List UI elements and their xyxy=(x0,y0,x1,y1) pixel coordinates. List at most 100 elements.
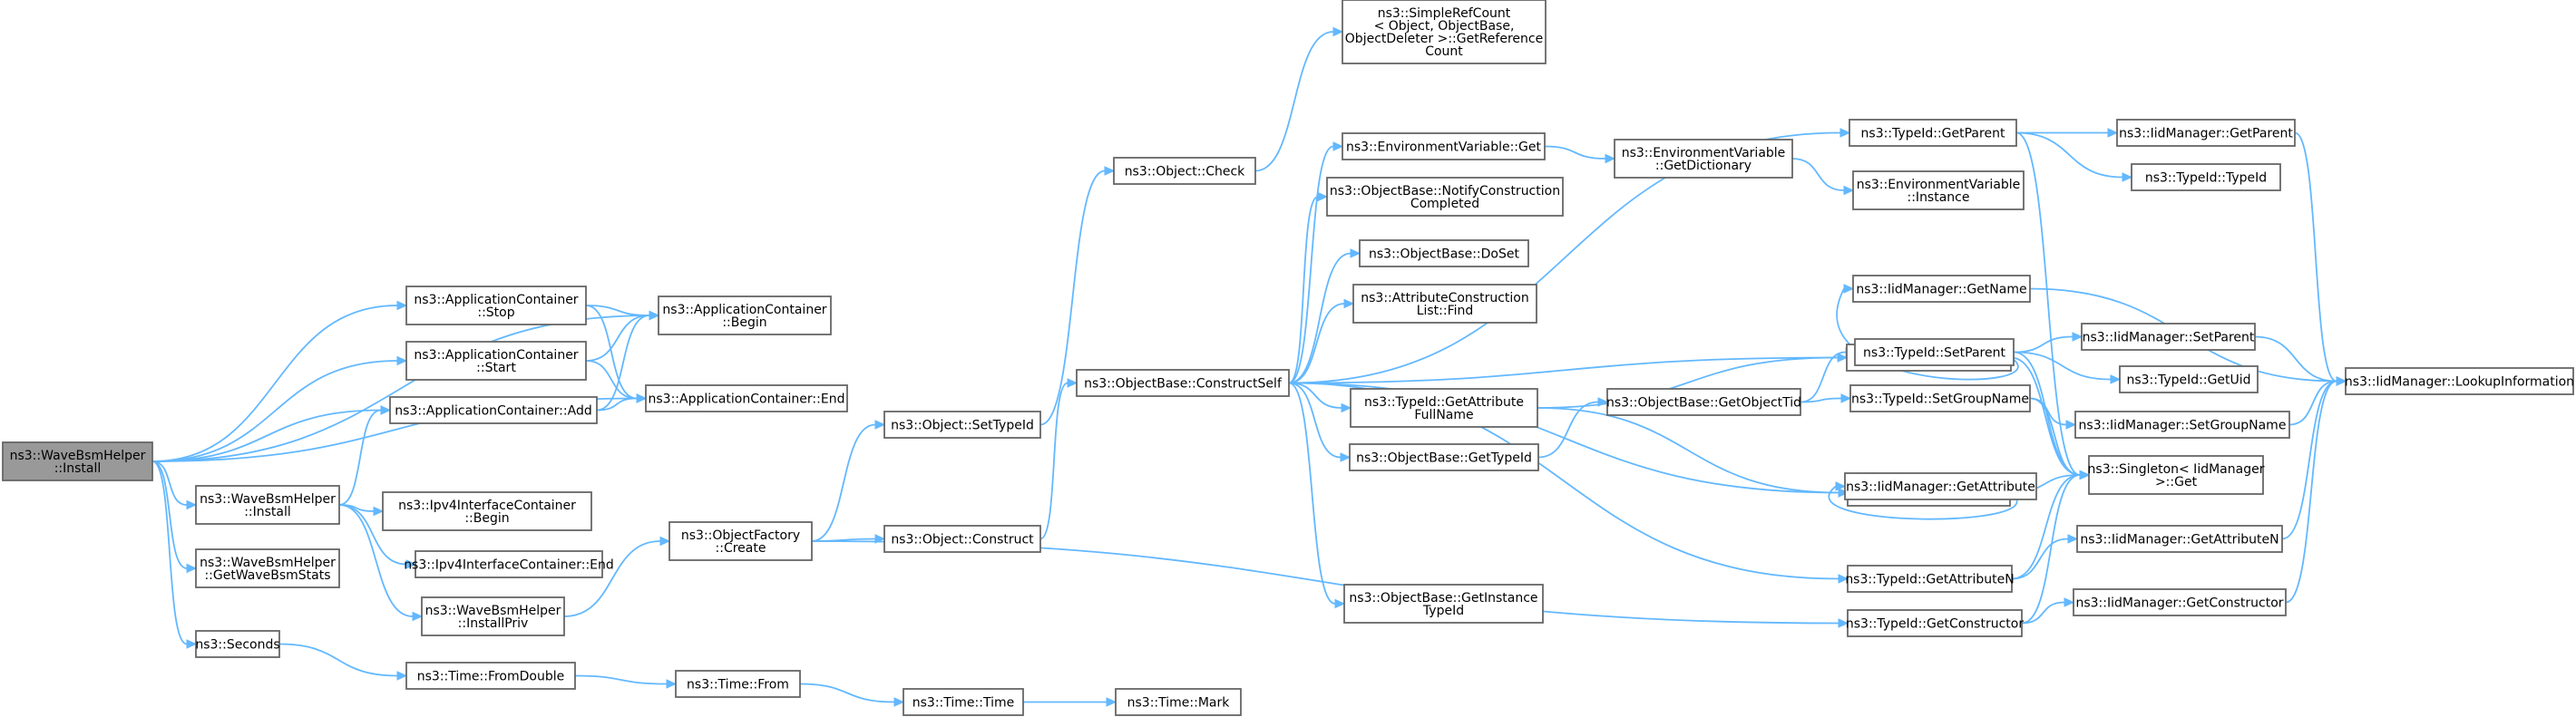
edge-line xyxy=(151,305,398,462)
node-label: ns3::ObjectBase::NotifyConstruction xyxy=(1330,184,1560,199)
node-constructSelf[interactable]: ns3::ObjectBase::ConstructSelf xyxy=(1076,369,1290,397)
edge-line xyxy=(811,423,876,542)
edge-line xyxy=(585,315,650,362)
node-timeFrom[interactable]: ns3::Time::From xyxy=(675,670,801,698)
node-iidGetParent[interactable]: ns3::IidManager::GetParent xyxy=(2116,119,2296,147)
node-label: List::Find xyxy=(1417,304,1474,318)
node-label: ns3::SimpleRefCount xyxy=(1378,6,1511,21)
edge-line xyxy=(1828,485,2018,520)
arrowhead-icon xyxy=(2065,420,2077,430)
node-objConstruct[interactable]: ns3::Object::Construct xyxy=(883,525,1041,553)
node-iidSetGroup[interactable]: ns3::IidManager::SetGroupName xyxy=(2074,411,2290,439)
node-appBegin[interactable]: ns3::ApplicationContainer::Begin xyxy=(658,296,832,335)
node-box xyxy=(1847,565,2013,593)
edge-line xyxy=(2254,335,2337,383)
node-label: ns3::IidManager::LookupInformation xyxy=(2345,375,2574,390)
node-iidGetName[interactable]: ns3::IidManager::GetName xyxy=(1852,275,2031,303)
node-wbStats[interactable]: ns3::WaveBsmHelper::GetWaveBsmStats xyxy=(195,548,340,588)
edge-root-to-wbInstall2 xyxy=(151,460,198,510)
edge-line xyxy=(585,360,638,400)
arrowhead-icon xyxy=(1067,378,1078,388)
edge-line xyxy=(1800,397,1842,403)
node-seconds[interactable]: ns3::Seconds xyxy=(195,630,280,658)
arrowhead-icon xyxy=(373,506,385,517)
call-edges xyxy=(151,26,2347,707)
node-box xyxy=(2074,411,2290,439)
node-iidGetAttr[interactable]: ns3::IidManager::GetAttribute xyxy=(1844,472,2037,500)
node-obGetTypeId[interactable]: ns3::ObjectBase::GetTypeId xyxy=(1349,443,1539,471)
node-box xyxy=(1326,177,1564,217)
node-tidGetParent[interactable]: ns3::TypeId::GetParent xyxy=(1849,119,2017,147)
edge-iidGetParent-to-iidLookup xyxy=(2294,131,2347,386)
node-ofCreate[interactable]: ns3::ObjectFactory::Create xyxy=(668,521,813,561)
node-getObjectTid[interactable]: ns3::ObjectBase::GetObjectTid xyxy=(1606,388,1801,416)
node-label: ns3::Time::Time xyxy=(912,696,1014,711)
node-tidTypeId[interactable]: ns3::TypeId::TypeId xyxy=(2131,163,2281,191)
edge-wbInstall2-to-ipv4End xyxy=(338,504,417,569)
node-box xyxy=(668,521,813,561)
node-timeMark[interactable]: ns3::Time::Mark xyxy=(1115,688,1242,716)
node-wbInstall2[interactable]: ns3::WaveBsmHelper::Install xyxy=(195,485,340,525)
edge-line xyxy=(151,460,188,569)
node-ipv4End[interactable]: ns3::Ipv4InterfaceContainer::End xyxy=(404,550,614,578)
node-box xyxy=(195,485,340,525)
edge-getAttrFull-to-tidGetName xyxy=(1537,353,1849,409)
edge-iidGetConstr-to-iidLookup xyxy=(2285,376,2347,604)
arrowhead-icon xyxy=(1838,488,1849,498)
node-label: ns3::IidManager::GetAttributeN xyxy=(2080,533,2278,547)
arrowhead-icon xyxy=(1605,153,1616,164)
node-singletonGet[interactable]: ns3::Singleton< IidManager>::Get xyxy=(2088,455,2265,495)
edge-line xyxy=(574,674,668,685)
node-box xyxy=(1076,369,1290,397)
node-box xyxy=(405,662,576,690)
arrowhead-icon xyxy=(659,536,671,547)
node-iidGetAttrN[interactable]: ns3::IidManager::GetAttributeN xyxy=(2076,525,2283,553)
node-installPriv[interactable]: ns3::WaveBsmHelper::InstallPriv xyxy=(421,596,565,636)
node-label: ::Install xyxy=(54,461,102,476)
arrowhead-icon xyxy=(2064,597,2075,607)
edge-line xyxy=(338,504,414,617)
node-ipv4Begin[interactable]: ns3::Ipv4InterfaceContainer::Begin xyxy=(382,491,592,531)
node-appStart[interactable]: ns3::ApplicationContainer::Start xyxy=(405,341,587,381)
edge-tidGetName-to-iidGetName xyxy=(1836,284,2019,381)
node-label: ns3::ObjectBase::GetObjectTid xyxy=(1606,396,1801,411)
node-setTypeId[interactable]: ns3::Object::SetTypeId xyxy=(883,411,1041,439)
node-box xyxy=(2073,588,2287,616)
node-iidGetConstr[interactable]: ns3::IidManager::GetConstructor xyxy=(2073,588,2287,616)
node-root[interactable]: ns3::WaveBsmHelper::Install xyxy=(2,441,153,481)
arrowhead-icon xyxy=(2110,374,2122,384)
node-doSet[interactable]: ns3::ObjectBase::DoSet xyxy=(1359,239,1529,267)
node-tidGetConstr[interactable]: ns3::TypeId::GetConstructor xyxy=(1846,609,2024,637)
node-objCheck[interactable]: ns3::Object::Check xyxy=(1113,157,1256,185)
node-tidSetGroup[interactable]: ns3::TypeId::SetGroupName xyxy=(1849,384,2031,412)
node-tidGetAttrN[interactable]: ns3::TypeId::GetAttributeN xyxy=(1845,565,2015,593)
arrowhead-icon xyxy=(1334,598,1346,609)
edge-line xyxy=(151,460,188,645)
node-envGet[interactable]: ns3::EnvironmentVariable::Get xyxy=(1342,132,1546,160)
node-timeTime[interactable]: ns3::Time::Time xyxy=(903,688,1024,716)
node-simpleRef[interactable]: ns3::SimpleRefCount< Object, ObjectBase,… xyxy=(1342,0,1547,64)
node-envInstance[interactable]: ns3::EnvironmentVariable::Instance xyxy=(1852,170,2025,210)
node-tidGetUid[interactable]: ns3::TypeId::GetUid xyxy=(2119,365,2259,393)
node-iidSetParent[interactable]: ns3::IidManager::SetParent xyxy=(2081,323,2256,351)
edge-line xyxy=(596,397,638,412)
node-label: ns3::Object::SetTypeId xyxy=(891,419,1034,433)
node-notifyConstr[interactable]: ns3::ObjectBase::NotifyConstructionCompl… xyxy=(1326,177,1564,217)
node-fromDouble[interactable]: ns3::Time::FromDouble xyxy=(405,662,576,690)
edge-seconds-to-fromDouble xyxy=(278,643,408,681)
node-envGetDict[interactable]: ns3::EnvironmentVariable::GetDictionary xyxy=(1614,139,1793,179)
node-box xyxy=(1614,139,1793,179)
node-label: ::Begin xyxy=(722,315,766,330)
node-appAdd[interactable]: ns3::ApplicationContainer::Add xyxy=(389,396,598,424)
node-appEnd[interactable]: ns3::ApplicationContainer::End xyxy=(645,384,848,412)
node-iidLookup[interactable]: ns3::IidManager::LookupInformation xyxy=(2345,367,2574,395)
edge-line xyxy=(2281,380,2337,540)
node-label: ns3::Ipv4InterfaceContainer xyxy=(398,499,576,513)
edge-line xyxy=(2285,380,2337,604)
node-tidSetParent[interactable]: ns3::TypeId::SetParent xyxy=(1854,338,2015,366)
node-appStop[interactable]: ns3::ApplicationContainer::Stop xyxy=(405,286,587,325)
